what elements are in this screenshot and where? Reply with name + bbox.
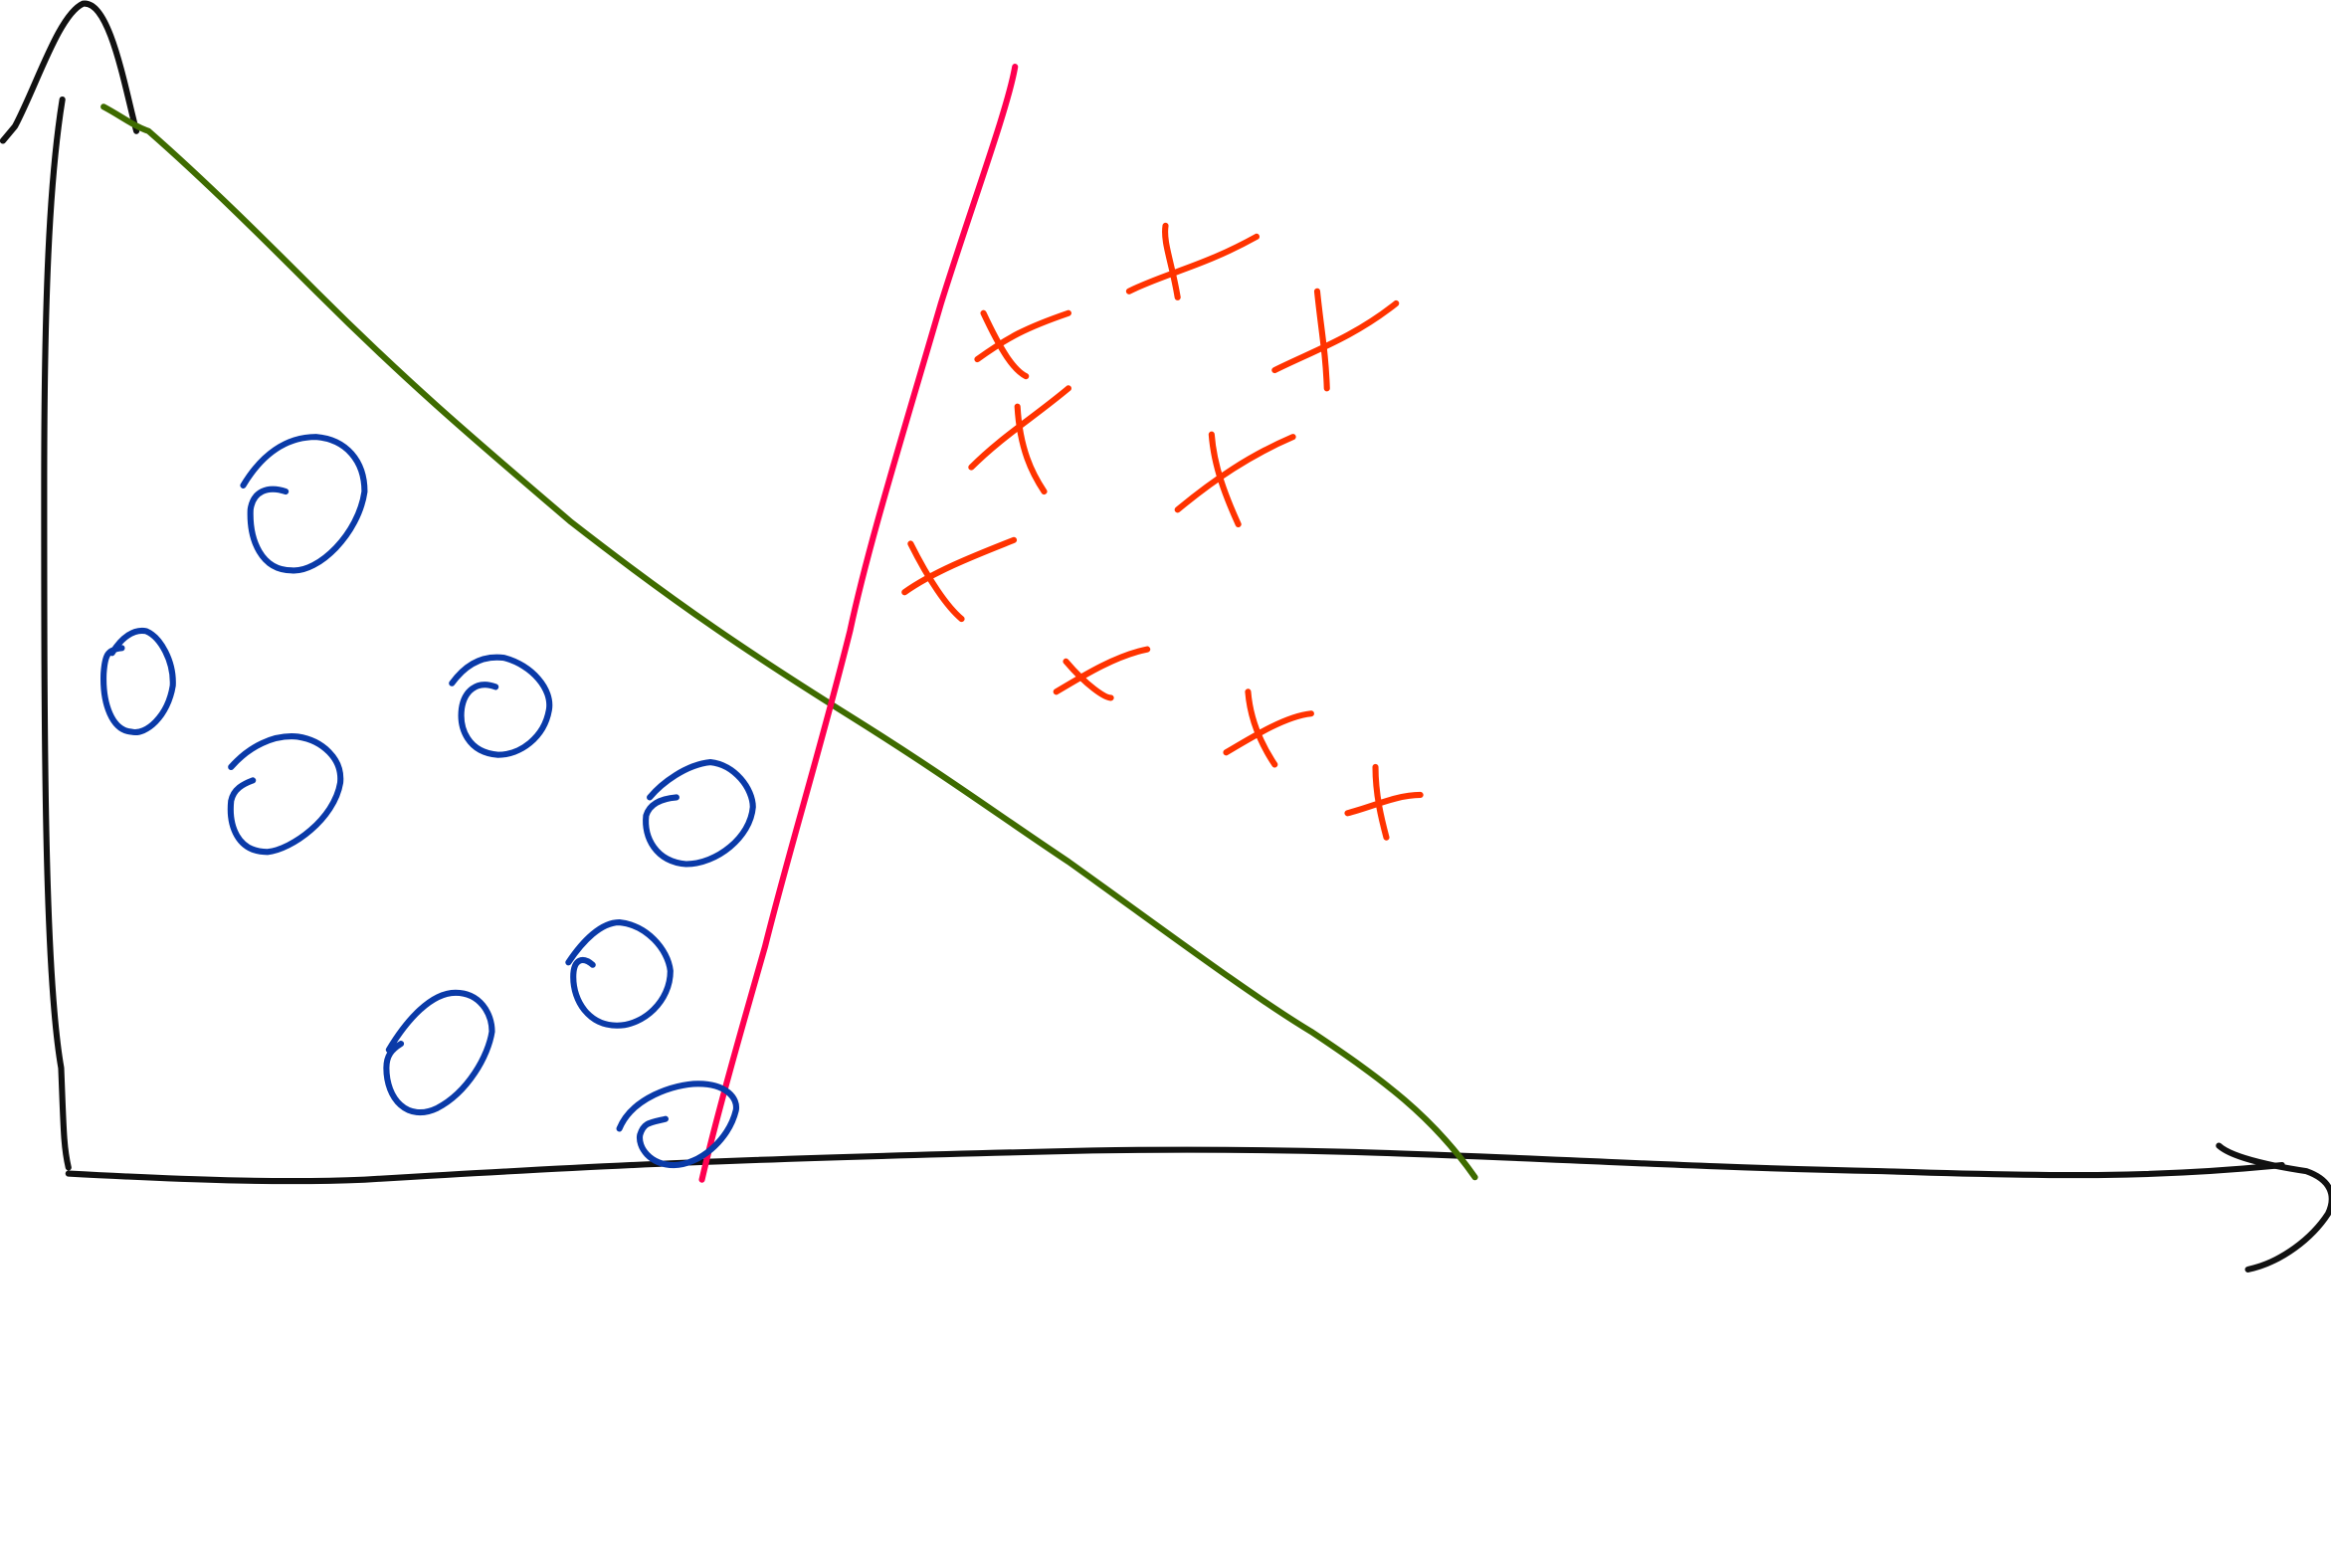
circle-marker (565, 919, 674, 1029)
circle-marker (616, 1080, 739, 1169)
circle-marker (100, 627, 176, 735)
cross-marker (1174, 431, 1296, 528)
x-axis (65, 1146, 2285, 1185)
circle-marker (240, 434, 368, 574)
cross-marker (1271, 288, 1400, 392)
green-boundary-line (100, 103, 1478, 1181)
circle-markers (100, 434, 756, 1169)
circle-marker (383, 989, 495, 1116)
cross-marker (1125, 222, 1261, 300)
cross-marker (1053, 646, 1151, 701)
cross-marker (1223, 688, 1314, 768)
axes (0, 0, 2331, 1273)
circle-marker (227, 733, 344, 856)
cross-markers (901, 222, 1424, 841)
circle-marker (449, 654, 553, 758)
y-axis-arrowhead (0, 0, 140, 144)
x-axis-arrowhead (2216, 1142, 2331, 1273)
cross-marker (968, 385, 1071, 495)
cross-marker (901, 536, 1018, 623)
circle-marker (643, 758, 756, 868)
y-axis (41, 96, 72, 1171)
cross-marker (974, 309, 1071, 380)
pink-boundary-line (698, 64, 1019, 1183)
cross-marker (1344, 763, 1424, 841)
